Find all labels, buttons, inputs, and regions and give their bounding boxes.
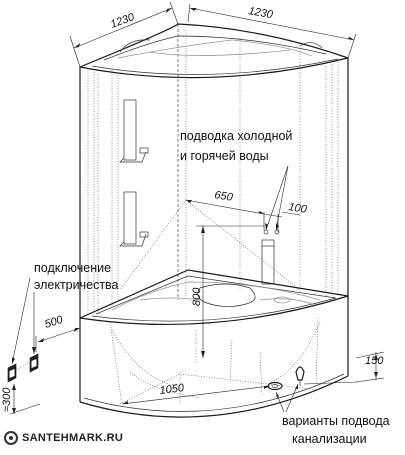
cabin-roof bbox=[79, 23, 349, 79]
dim-650: 650 bbox=[214, 189, 235, 204]
electric-callout: подключение электричества bbox=[11, 261, 119, 365]
dimension-electric-height: ≈300 bbox=[1, 384, 41, 415]
water-supply-label-line1: подводка холодной bbox=[180, 129, 292, 143]
tray-skirt bbox=[79, 296, 349, 418]
dimension-pipe-height: 800 bbox=[191, 225, 264, 358]
dim-150: 150 bbox=[365, 355, 384, 367]
santehmark-logo: SANTEH MARK.RU bbox=[4, 429, 123, 447]
dim-300: ≈300 bbox=[1, 387, 13, 412]
electric-socket-icon bbox=[7, 353, 39, 383]
dim-800: 800 bbox=[191, 287, 203, 306]
dim-500: 500 bbox=[43, 313, 65, 330]
drain-callout: варианты подвода канализации bbox=[275, 383, 390, 446]
dimension-width-right: 1230 bbox=[187, 3, 357, 59]
drain-label-line2: канализации bbox=[292, 432, 367, 446]
drain-label-line1: варианты подвода bbox=[282, 414, 390, 428]
drain-outlets bbox=[267, 366, 305, 391]
drain-side-icon bbox=[295, 366, 305, 381]
dimension-pipe-offset: 650 bbox=[185, 189, 265, 230]
water-supply-callout: подводка холодной и горячей воды bbox=[180, 129, 292, 231]
dimension-drain-offset: 1050 bbox=[121, 382, 271, 405]
dimension-pipe-spacing: 100 bbox=[263, 201, 309, 232]
electric-label-line2: электричества bbox=[34, 278, 119, 292]
dim-100: 100 bbox=[288, 201, 309, 216]
dim-1230-right: 1230 bbox=[247, 5, 274, 21]
cabin-frame bbox=[79, 24, 349, 318]
electric-label-line1: подключение bbox=[34, 261, 111, 275]
dimension-drain-height: 150 bbox=[303, 351, 384, 385]
bath-tray bbox=[79, 269, 349, 326]
logo-text-part2: MARK.RU bbox=[69, 432, 124, 444]
dim-1050: 1050 bbox=[159, 382, 186, 397]
logo-text-part1: SANTEH bbox=[22, 432, 70, 444]
drain-floor-icon bbox=[267, 381, 283, 391]
dimension-electric-offset: 500 bbox=[35, 313, 81, 352]
water-supply-label-line2: и горячей воды bbox=[180, 149, 269, 163]
logo-icon bbox=[4, 431, 18, 445]
shower-column bbox=[119, 99, 149, 247]
mixer-column bbox=[261, 229, 280, 285]
